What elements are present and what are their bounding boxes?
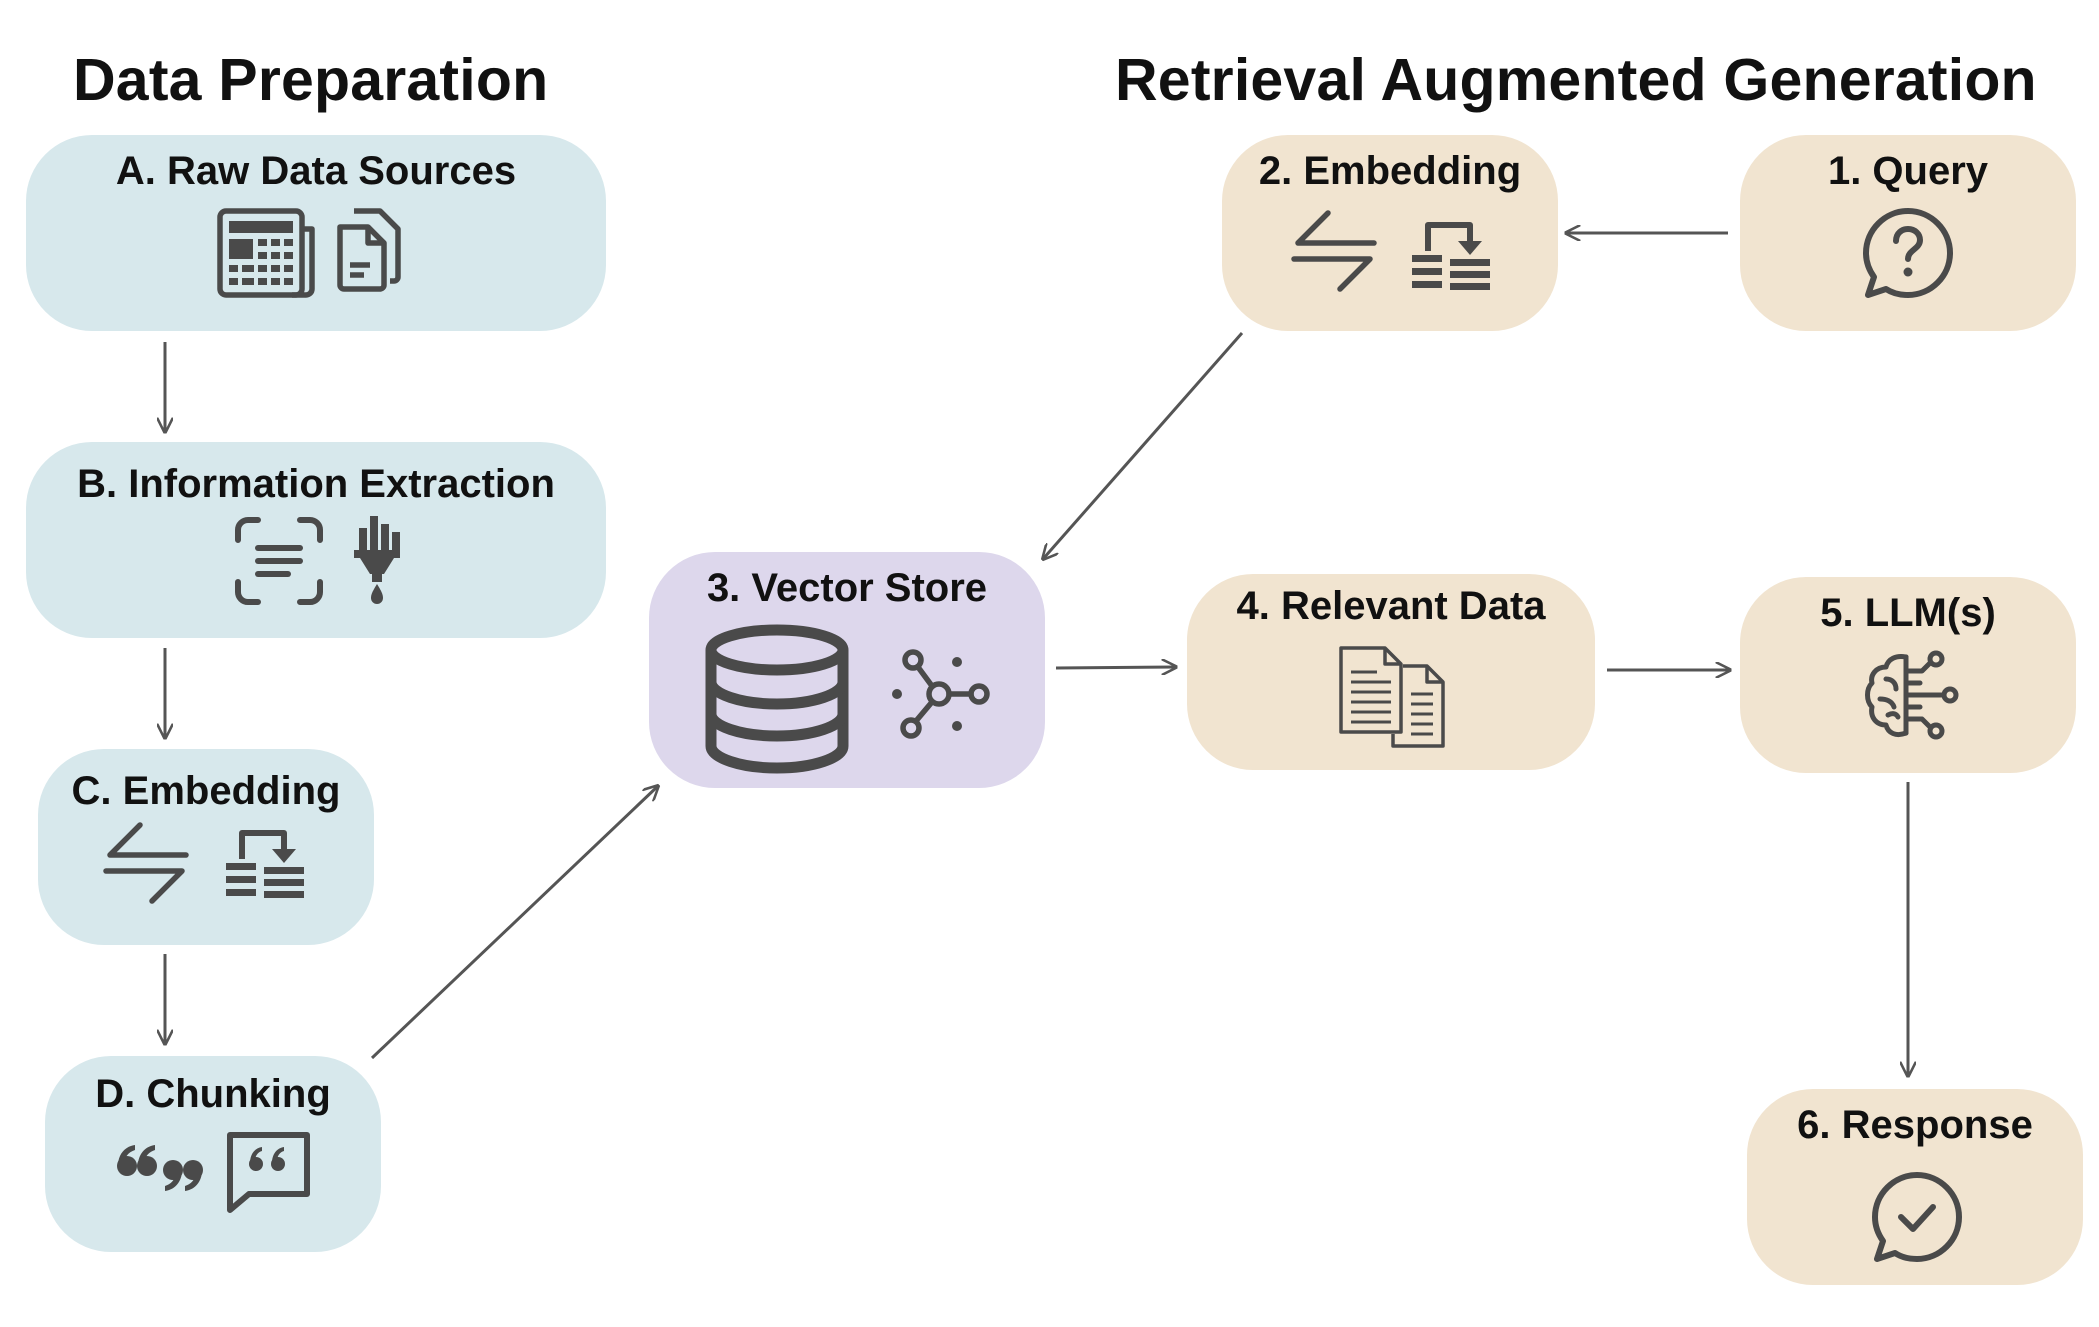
node-raw-data-sources[interactable]: A. Raw Data Sources	[26, 135, 606, 331]
exchange-arrows-icon	[100, 821, 192, 905]
heading-data-preparation: Data Preparation	[73, 47, 549, 113]
node-label: 5. LLM(s)	[1820, 591, 1996, 635]
node-vector-store[interactable]: 3. Vector Store	[649, 552, 1045, 788]
node-label: 4. Relevant Data	[1236, 584, 1546, 628]
stack-import-icon	[1412, 219, 1492, 291]
node-query[interactable]: 1. Query	[1740, 135, 2076, 331]
node-embedding-rag[interactable]: 2. Embedding	[1222, 135, 1558, 331]
node-label: D. Chunking	[95, 1072, 331, 1116]
node-label: 1. Query	[1827, 149, 1989, 193]
ai-brain-icon	[1865, 650, 1959, 740]
node-information-extraction[interactable]: B. Information Extraction	[26, 442, 606, 638]
node-chunking[interactable]: D. Chunking	[45, 1056, 381, 1252]
documents-icon	[1337, 644, 1447, 750]
heading-retrieval-augmented-generation: Retrieval Augmented Generation	[1115, 47, 2037, 113]
arrow-vector-store-to-relevant-data	[1055, 667, 1176, 668]
question-bubble-icon	[1862, 207, 1954, 299]
node-label: 3. Vector Store	[706, 566, 988, 610]
database-icon	[703, 624, 851, 774]
node-label: 6. Response	[1797, 1103, 2033, 1147]
exchange-arrows-icon	[1288, 209, 1380, 293]
quote-bubble-icon	[225, 1130, 313, 1214]
newspaper-icon	[216, 207, 320, 299]
graph-network-icon	[892, 648, 993, 740]
check-bubble-icon	[1871, 1171, 1963, 1263]
node-response[interactable]: 6. Response	[1747, 1089, 2083, 1285]
arrow-d-to-vector-store	[370, 786, 658, 1060]
node-llms[interactable]: 5. LLM(s)	[1740, 577, 2076, 773]
node-label: C. Embedding	[71, 769, 341, 813]
node-label: 2. Embedding	[1258, 149, 1522, 193]
node-embedding-prep[interactable]: C. Embedding	[38, 749, 374, 945]
arrow-embedding-to-vector-store	[1043, 332, 1244, 559]
quote-marks-icon	[115, 1144, 205, 1198]
node-label: A. Raw Data Sources	[115, 149, 517, 193]
node-relevant-data[interactable]: 4. Relevant Data	[1187, 574, 1595, 770]
node-label: B. Information Extraction	[77, 462, 555, 506]
stack-import-icon	[226, 827, 306, 899]
documents-icon	[332, 207, 404, 293]
text-scan-icon	[234, 516, 324, 606]
filter-brush-icon	[352, 514, 402, 606]
